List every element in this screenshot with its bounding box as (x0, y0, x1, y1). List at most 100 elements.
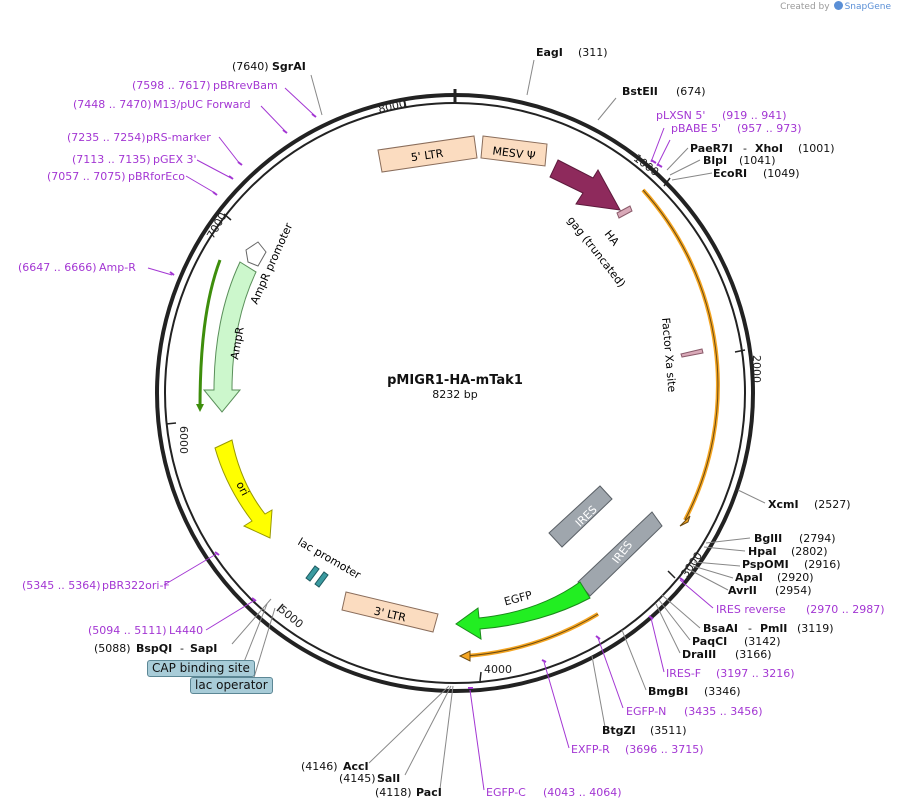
feature-ires-1[interactable]: IRES (548, 485, 613, 548)
svg-text:(919 .. 941): (919 .. 941) (722, 109, 787, 122)
primer-pbrforeco[interactable]: (7057 .. 7075)pBRforEco (47, 170, 185, 183)
primer-prs-marker[interactable]: (7235 .. 7254)pRS-marker (67, 131, 211, 144)
svg-text:pLXSN 5': pLXSN 5' (656, 109, 705, 122)
svg-text:(7057 .. 7075): (7057 .. 7075) (47, 170, 126, 183)
svg-text:(7113 .. 7135): (7113 .. 7135) (72, 153, 151, 166)
svg-text:(5345 .. 5364): (5345 .. 5364) (22, 579, 101, 592)
site-sgrai[interactable]: (7640)SgrAI (232, 60, 306, 73)
svg-text:PaeR7I: PaeR7I (690, 142, 733, 155)
svg-text:HA: HA (602, 228, 622, 249)
svg-text:pBR322ori-F: pBR322ori-F (102, 579, 170, 592)
feature-ori[interactable]: ori (214, 439, 273, 539)
site-blpi[interactable]: BlpI(1041) (703, 154, 776, 167)
primer-pbabe5[interactable]: pBABE 5'(957 .. 973) (671, 122, 802, 135)
feature-ha-tag[interactable]: HA (602, 205, 633, 249)
feature-ltr5[interactable]: 5' LTR (377, 135, 478, 173)
feature-ltr3[interactable]: 3' LTR (341, 591, 439, 633)
ruler-tick-4000: 4000 (479, 663, 512, 682)
svg-text:Amp-R: Amp-R (99, 261, 136, 274)
svg-text:Factor Xa site: Factor Xa site (659, 317, 678, 393)
feature-ampr[interactable]: AmpR (196, 259, 257, 413)
svg-text:BstEII: BstEII (622, 85, 658, 98)
feature-factor-xa-site[interactable]: Factor Xa site (659, 317, 704, 393)
primer-pbr322ori-f[interactable]: (5345 .. 5364)pBR322ori-F (22, 579, 170, 592)
site-avrii[interactable]: AvrII(2954) (728, 584, 812, 597)
site-bmgbi[interactable]: BmgBI(3346) (648, 685, 741, 698)
site-bglii[interactable]: BglII(2794) (754, 532, 836, 545)
site-bspqi-sapi[interactable]: (5088)BspQI-SapI (94, 642, 217, 655)
primer-egfp-c[interactable]: EGFP-C(4043 .. 4064) (486, 786, 622, 799)
svg-text:BsaAI: BsaAI (703, 622, 738, 635)
svg-text:(4118): (4118) (375, 786, 412, 799)
site-draiii[interactable]: DraIII(3166) (682, 648, 772, 661)
site-xcmi[interactable]: XcmI(2527) (768, 498, 851, 511)
site-paqci[interactable]: PaqCI(3142) (692, 635, 781, 648)
primer-ires-reverse[interactable]: IRES reverse(2970 .. 2987) (716, 603, 885, 616)
feature-lac-promoter[interactable]: lac promoter (296, 535, 364, 588)
site-eagi[interactable]: EagI(311) (536, 46, 608, 59)
svg-text:IRES-F: IRES-F (666, 667, 701, 680)
svg-text:lac promoter: lac promoter (296, 535, 364, 582)
site-paci[interactable]: (4118) PacI (375, 786, 442, 799)
svg-text:(3346): (3346) (704, 685, 741, 698)
svg-text:8000: 8000 (377, 97, 407, 116)
feature-gag-truncated[interactable]: gag (truncated) (549, 159, 628, 290)
svg-text:EGFP-N: EGFP-N (626, 705, 666, 718)
svg-text:5000: 5000 (276, 603, 306, 631)
primer-m13puc-forward[interactable]: (7448 .. 7470)M13/pUC Forward (73, 98, 251, 111)
site-bsteii[interactable]: BstEII (674) (622, 85, 706, 98)
feature-mtak1-orf-lower[interactable] (458, 612, 600, 662)
svg-text:(6647 .. 6666): (6647 .. 6666) (18, 261, 97, 274)
feature-mtak1-orf[interactable] (641, 188, 720, 527)
svg-text:PacI: PacI (416, 786, 442, 799)
created-by-text: Created by (780, 2, 830, 12)
primer-labels: pLXSN 5' (919 .. 941) pBABE 5'(957 .. 973… (18, 79, 885, 799)
cap-binding-site-label[interactable]: CAP binding site (147, 660, 255, 677)
primer-l4440[interactable]: (5094 .. 5111)L4440 (88, 624, 203, 637)
snapgene-logo-icon (833, 1, 843, 10)
primer-leader-lines (147, 87, 714, 791)
feature-ires-2[interactable]: IRES (577, 511, 663, 597)
lac-operator-label[interactable]: lac operator (190, 677, 273, 694)
site-paer7i-xhoi[interactable]: PaeR7I-XhoI(1001) (690, 142, 835, 155)
primer-ires-f[interactable]: IRES-F(3197 .. 3216) (666, 667, 795, 680)
svg-text:-: - (748, 622, 752, 635)
feature-ampr-promoter[interactable]: AmpR promoter (245, 221, 295, 307)
site-apai[interactable]: ApaI(2920) (735, 571, 814, 584)
svg-text:(3696 .. 3715): (3696 .. 3715) (625, 743, 704, 756)
svg-text:(5088): (5088) (94, 642, 131, 655)
svg-text:(1041): (1041) (739, 154, 776, 167)
svg-text:(674): (674) (676, 85, 706, 98)
site-btgzi[interactable]: BtgZI(3511) (602, 724, 687, 737)
feature-mesv-psi[interactable]: MESV Ψ (480, 135, 548, 167)
site-sali[interactable]: (4145)SalI (339, 772, 400, 785)
site-acci[interactable]: (4146)AccI (301, 760, 369, 773)
svg-text:PspOMI: PspOMI (742, 558, 789, 571)
svg-text:pBRrevBam: pBRrevBam (213, 79, 278, 92)
site-hpai[interactable]: HpaI(2802) (748, 545, 828, 558)
svg-text:(3119): (3119) (797, 622, 834, 635)
svg-text:(2954): (2954) (775, 584, 812, 597)
svg-text:IRES reverse: IRES reverse (716, 603, 786, 616)
svg-text:pRS-marker: pRS-marker (146, 131, 211, 144)
svg-text:(4145): (4145) (339, 772, 376, 785)
primer-pgex3[interactable]: (7113 .. 7135)pGEX 3' (72, 153, 197, 166)
primer-pbrrevbam[interactable]: (7598 .. 7617)pBRrevBam (132, 79, 278, 92)
svg-text:SalI: SalI (377, 772, 400, 785)
svg-text:5' LTR: 5' LTR (410, 147, 444, 164)
primer-exfp-r[interactable]: EXFP-R(3696 .. 3715) (571, 743, 704, 756)
site-pspomi[interactable]: PspOMI(2916) (742, 558, 841, 571)
svg-text:ori: ori (233, 479, 251, 498)
primer-egfp-n[interactable]: EGFP-N(3435 .. 3456) (626, 705, 763, 718)
primer-amp-r[interactable]: (6647 .. 6666)Amp-R (18, 261, 136, 274)
svg-text:(4043 .. 4064): (4043 .. 4064) (543, 786, 622, 799)
primer-marks (169, 113, 685, 689)
svg-text:(7598 .. 7617): (7598 .. 7617) (132, 79, 211, 92)
leader-lines (231, 59, 766, 790)
primer-plxsn5[interactable]: pLXSN 5' (919 .. 941) (656, 109, 787, 122)
svg-text:(2794): (2794) (799, 532, 836, 545)
site-bsaai-pmli[interactable]: BsaAI-PmlI(3119) (703, 622, 834, 635)
site-ecori[interactable]: EcoRI(1049) (713, 167, 800, 180)
